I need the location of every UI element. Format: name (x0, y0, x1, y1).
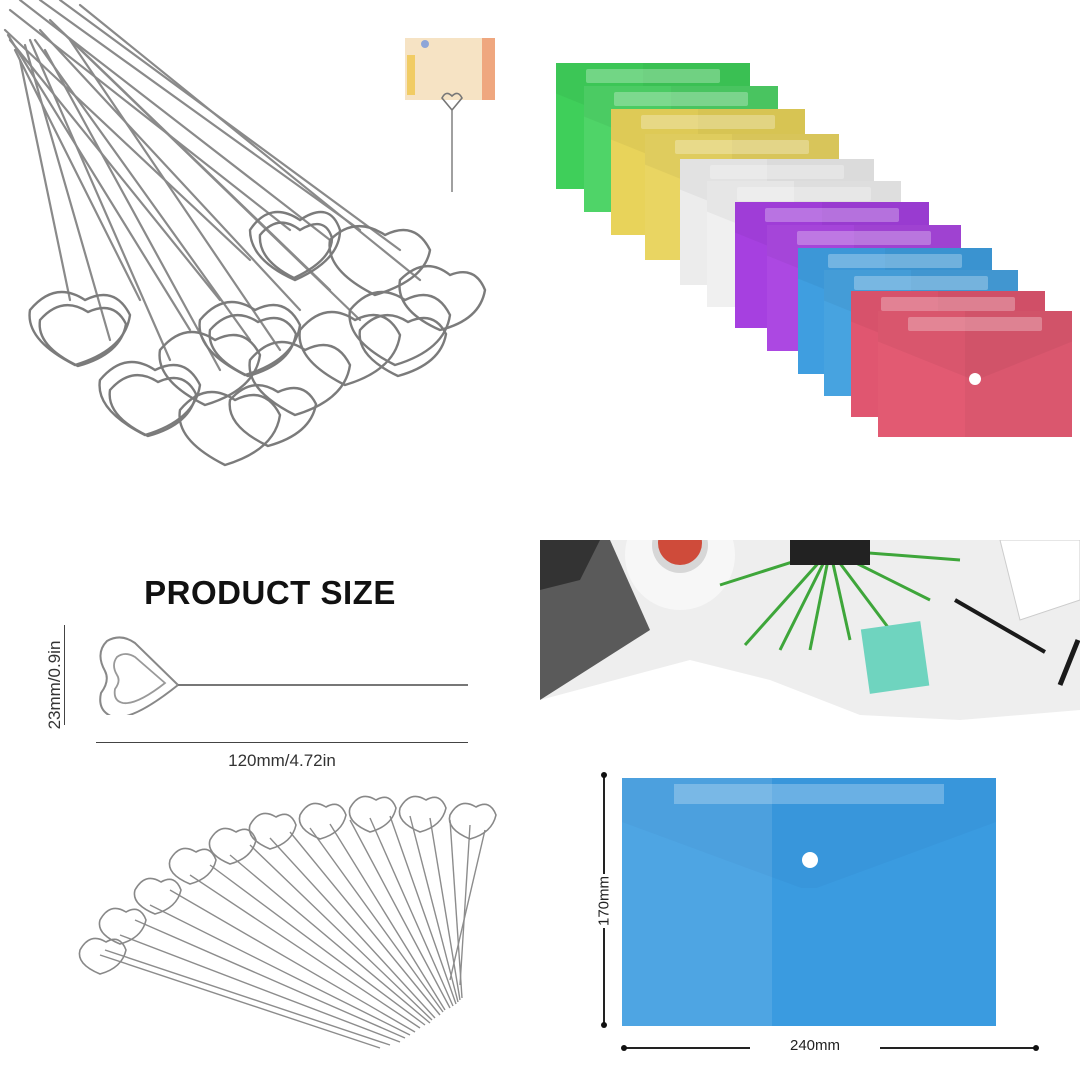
wire-clips-illustration (3, 0, 495, 467)
height-label: 23mm/0.9in (45, 640, 64, 730)
envelope-band (674, 784, 944, 804)
envelope-width-label: 240mm (750, 1037, 880, 1054)
pen (953, 598, 1047, 654)
width-label: 120mm/4.72in (228, 751, 336, 770)
width-dimension: 120mm/4.72in (96, 742, 468, 771)
snap-button (969, 373, 981, 385)
product-size-title: PRODUCT SIZE (144, 574, 396, 611)
coffee-saucer (625, 540, 735, 610)
coffee (658, 540, 702, 565)
blue-envelope (622, 778, 996, 1026)
heart-clip-bundle-photo (0, 0, 540, 500)
height-dimension: 23mm/0.9in (30, 625, 80, 745)
sticky-note (860, 621, 930, 694)
product-size-panel: PRODUCT SIZE 23mm/0.9in 120mm/4.72in (0, 540, 540, 1080)
blue-envelope-size-panel: 170mm 240mm (540, 540, 1080, 1080)
snap-button (802, 852, 818, 868)
envelope-red (878, 311, 1072, 437)
width-dimension-line (96, 742, 468, 743)
inset-card-holder (405, 38, 495, 192)
notebook (999, 540, 1080, 621)
height-dimension-line (64, 625, 65, 725)
heart-clip-diagram (99, 636, 468, 715)
desk-scene (540, 540, 1080, 740)
envelope-height-label: 170mm (595, 875, 613, 927)
heart-clip-fan-photo (78, 795, 497, 1049)
color-envelopes-photo (540, 0, 1080, 500)
